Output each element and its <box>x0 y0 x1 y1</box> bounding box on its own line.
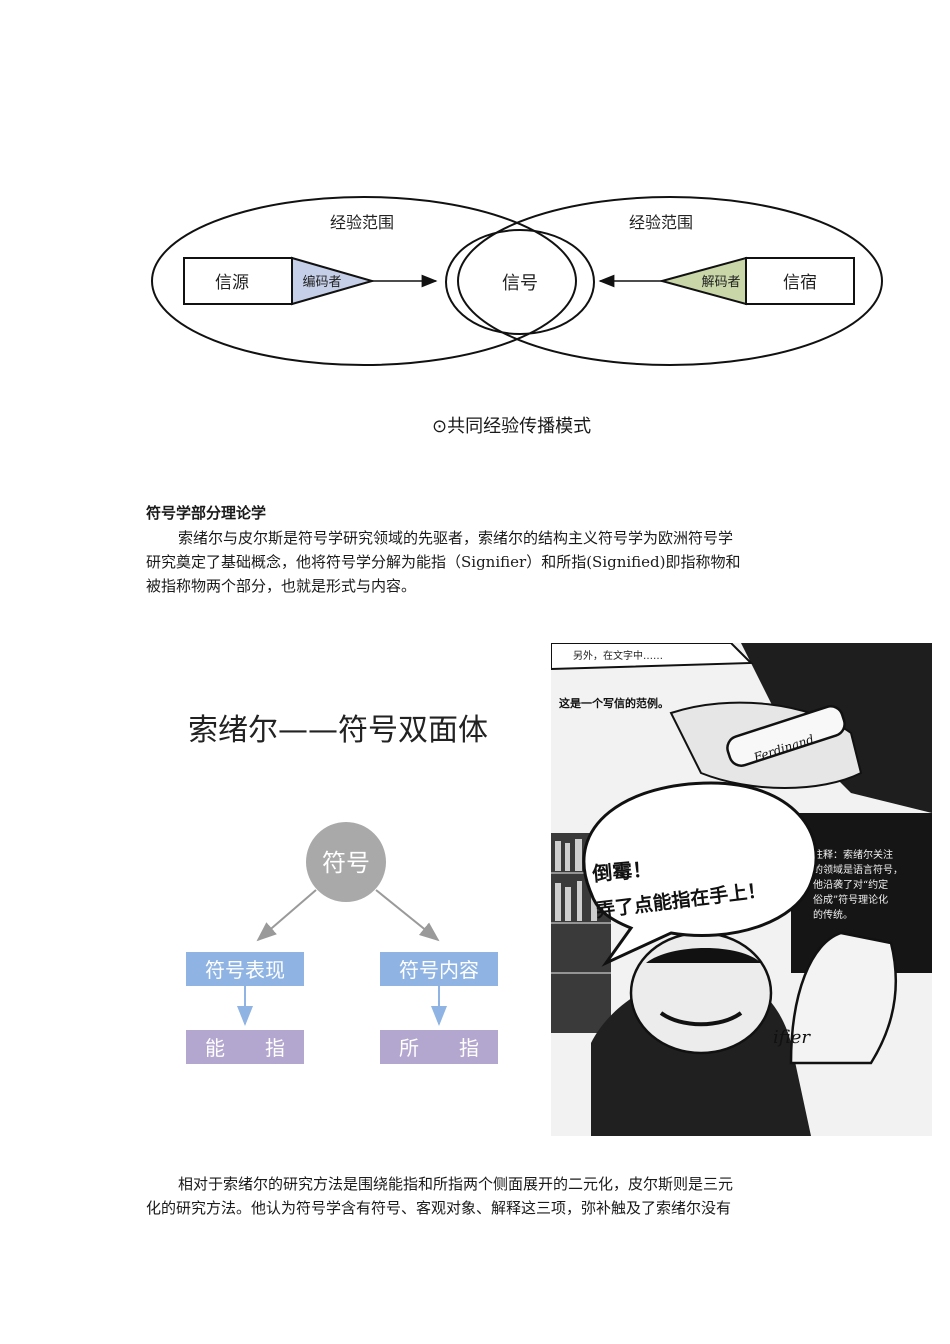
right-field-label: 经验范围 <box>629 213 693 232</box>
signified-content-box <box>380 952 498 986</box>
comic-note: 注释：索绪尔关注 的领域是语言符号， 他沿袭了对“约定 俗成”符号理论化 的传统… <box>813 848 903 921</box>
signified-content-label: 符号内容 <box>399 958 479 982</box>
paragraph-line: 被指称物两个部分，也就是形式与内容。 <box>146 577 417 595</box>
signified-label: 所 指 <box>399 1036 479 1060</box>
signifier-box <box>186 1030 304 1064</box>
comic-hand-text: ifier <box>773 1027 811 1048</box>
signifier-form-label: 符号表现 <box>205 958 285 982</box>
encoder-label: 编码者 <box>302 275 341 290</box>
arrow-to-left <box>256 889 317 942</box>
comic-narration: 这是一个写信的范例。 <box>559 696 669 710</box>
decoder-label: 解码者 <box>701 275 740 290</box>
left-field-label: 经验范围 <box>330 213 394 232</box>
comic-top-caption: 另外，在文字中…… <box>573 649 663 662</box>
paragraph-line: 化的研究方法。他认为符号学含有符号、客观对象、解释这三项，弥补触及了索绪尔没有 <box>146 1199 732 1217</box>
saussure-sign-diagram: 索绪尔——符号双面体 符号 符号表现 符号内容 能 指 所 指 <box>186 713 498 1064</box>
signified-box <box>380 1030 498 1064</box>
peirce-paragraph: 相对于索绪尔的研究方法是围绕能指和所指两个侧面展开的二元化，皮尔斯则是三元 化的… <box>146 1172 733 1220</box>
svg-text:的领域是语言符号，: 的领域是语言符号， <box>813 863 903 876</box>
signifier-label: 能 指 <box>205 1036 285 1060</box>
svg-text:的传统。: 的传统。 <box>813 908 853 921</box>
paragraph-line: 相对于索绪尔的研究方法是围绕能指和所指两个侧面展开的二元化，皮尔斯则是三元 <box>178 1175 734 1193</box>
svg-text:注释：索绪尔关注: 注释：索绪尔关注 <box>813 848 893 861</box>
signifier-form-box <box>186 952 304 986</box>
source-label: 信源 <box>215 273 249 293</box>
saussure-comic-illustration: 另外，在文字中…… Ferdinand 这是一个写信的范例。 注释：索绪尔关注 … <box>551 643 932 1136</box>
signal-ellipse <box>445 229 595 335</box>
intro-paragraph: 索绪尔与皮尔斯是符号学研究领域的先驱者，索绪尔的结构主义符号学为欧洲符号学 研究… <box>146 526 741 598</box>
right-experience-ellipse <box>457 196 883 366</box>
receiver-label: 信宿 <box>783 273 817 293</box>
svg-text:俗成”符号理论化: 俗成”符号理论化 <box>813 893 888 906</box>
signal-label: 信号 <box>502 273 538 294</box>
section-heading: 符号学部分理论学 <box>146 504 267 522</box>
comic-bubble-line1: 倒霉！ <box>590 857 653 886</box>
svg-text:他沿袭了对“约定: 他沿袭了对“约定 <box>813 878 888 891</box>
source-box <box>183 257 293 305</box>
diagram-caption: ⊙共同经验传播模式 <box>432 416 592 437</box>
paragraph-line: 研究奠定了基础概念，他将符号学分解为能指（Signifier）和所指(Signi… <box>146 553 741 571</box>
encoder-triangle <box>291 256 376 306</box>
paragraph-line: 索绪尔与皮尔斯是符号学研究领域的先驱者，索绪尔的结构主义符号学为欧洲符号学 <box>178 529 734 547</box>
arrow-to-right <box>375 889 440 942</box>
saussure-title: 索绪尔——符号双面体 <box>188 713 488 748</box>
sign-root-circle <box>306 822 386 902</box>
sign-root-label: 符号 <box>322 849 370 877</box>
left-experience-ellipse <box>151 196 577 366</box>
receiver-box <box>745 257 855 305</box>
communication-model-diagram: 经验范围 经验范围 信源 编码者 信号 解码者 信宿 <box>151 196 883 366</box>
